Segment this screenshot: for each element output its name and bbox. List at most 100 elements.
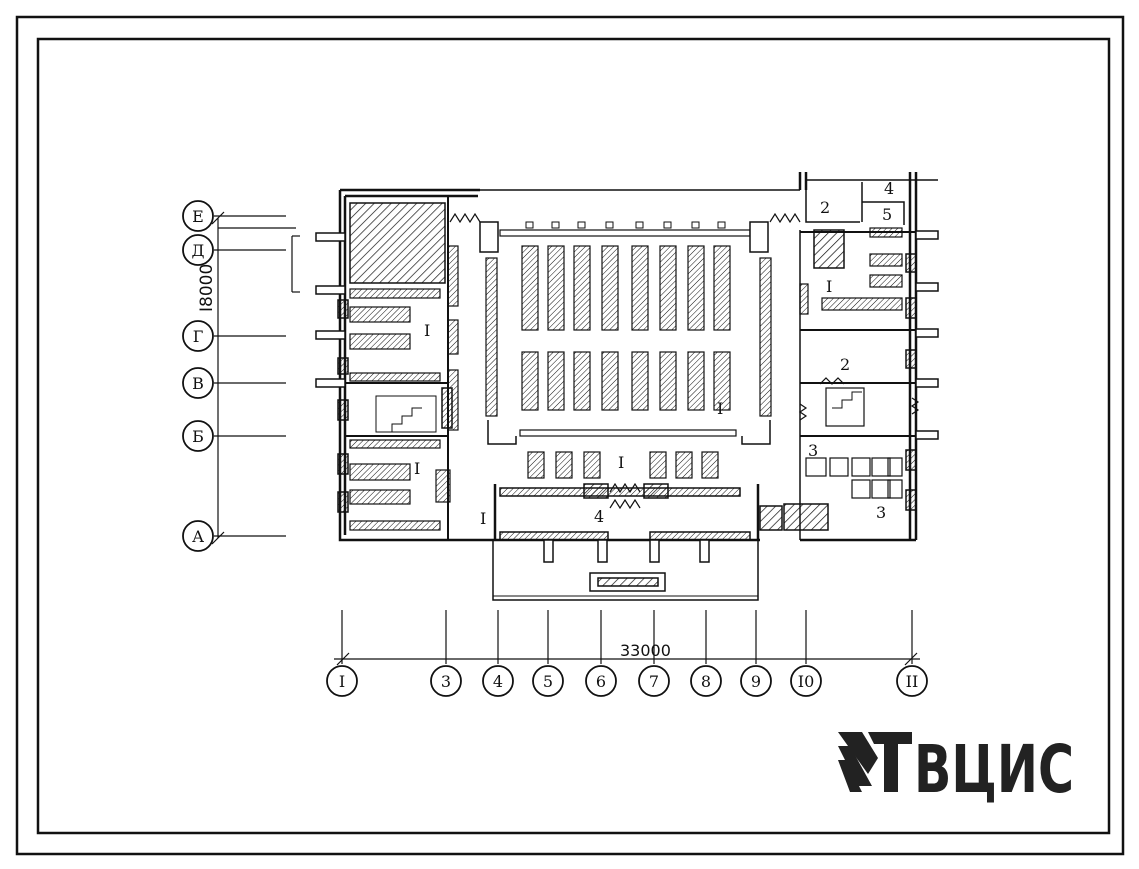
desk [631,245,649,331]
letter-axes: ЕД Г В Б А [182,200,286,552]
column [577,221,586,229]
axis-label: II [906,672,919,691]
axis-label: 6 [596,672,606,691]
axis-bubble [182,420,214,452]
room-labels: I I I I I I 4 2 4 5 2 3 3 [414,179,894,528]
desk [573,351,591,411]
desk [521,351,539,411]
number-axes: I 3 4 5 6 7 8 9 I0 II [326,610,928,697]
right-stair-icon [826,391,864,427]
desk [527,451,545,479]
column [691,221,700,229]
desk [713,245,731,331]
outer-frame [15,15,1125,856]
desk [687,245,705,331]
inner-frame [36,37,1111,835]
room-label: 3 [808,441,818,460]
desk [547,351,565,411]
column [605,221,614,229]
column [663,221,672,229]
column [717,221,726,229]
vertical-dimension [211,211,300,545]
axis-bubble [638,665,670,697]
axis-bubble [326,665,358,697]
hatched-blocks [337,202,917,531]
axis-label: Г [193,327,204,346]
room-label: 2 [820,198,830,217]
left-stair-icon [375,395,437,433]
desk [675,451,693,479]
axis-label: Д [191,241,204,260]
axis-label: 5 [543,672,553,691]
radiator-zigzags [449,212,920,510]
axis-bubble [740,665,772,697]
room-label: 4 [594,507,604,526]
lobby-desks [527,451,719,479]
desk [547,245,565,331]
wall-stubs [315,230,939,440]
axis-bubble [690,665,722,697]
axis-bubble [182,200,214,232]
axis-bubble [182,320,214,352]
axis-label: I0 [798,672,815,691]
axis-label: 4 [493,672,503,691]
desk [649,451,667,479]
axis-bubble [482,665,514,697]
axis-bubble [585,665,617,697]
axis-bubble [532,665,564,697]
right-wing-top [805,182,905,225]
vestibule [499,487,751,592]
room-label: I [424,321,430,340]
desk [521,245,539,331]
axis-label: А [192,527,204,546]
axis-label: В [192,374,204,393]
logo: ВЦИС [838,731,1074,808]
axis-bubble [182,367,214,399]
hall-piers [479,221,771,445]
room-label: 4 [884,179,894,198]
axis-label: Е [192,207,204,226]
axis-bubble [182,520,214,552]
axis-bubble [790,665,822,697]
column [525,221,534,229]
desk [583,451,601,479]
desk [659,245,677,331]
desk [659,351,677,411]
horizontal-dimension-label: 33000 [620,641,671,660]
rail-logo-icon [838,732,912,792]
axis-label: 7 [649,672,659,691]
left-wing-shelves [349,245,459,531]
axis-bubble [430,665,462,697]
desk [555,451,573,479]
right-wing-rooms [799,227,903,499]
axis-bubble [182,234,214,266]
column [551,221,560,229]
vertical-dimension-label: I8000 [197,264,217,312]
desk [687,351,705,411]
room-label: I [717,399,723,418]
axis-label: 8 [701,672,711,691]
room-label: 2 [840,355,850,374]
desk [701,451,719,479]
room-label: I [618,453,624,472]
column [635,221,644,229]
axis-label: Б [192,427,204,446]
room-label: 5 [882,205,892,224]
desk [601,245,619,331]
horizontal-dimension [334,652,920,666]
desk [601,351,619,411]
axis-label: 9 [751,672,761,691]
room-label: I [826,277,832,296]
axis-label: 3 [441,672,451,691]
desk [631,351,649,411]
desk [713,351,731,411]
room-label: I [480,509,486,528]
axis-bubble [896,665,928,697]
room-label: 3 [876,503,886,522]
reading-hall-desks [521,221,731,411]
room-label: I [414,459,420,478]
axis-label: I [339,672,345,691]
logo-text: ВЦИС [914,731,1074,808]
desk [573,245,591,331]
